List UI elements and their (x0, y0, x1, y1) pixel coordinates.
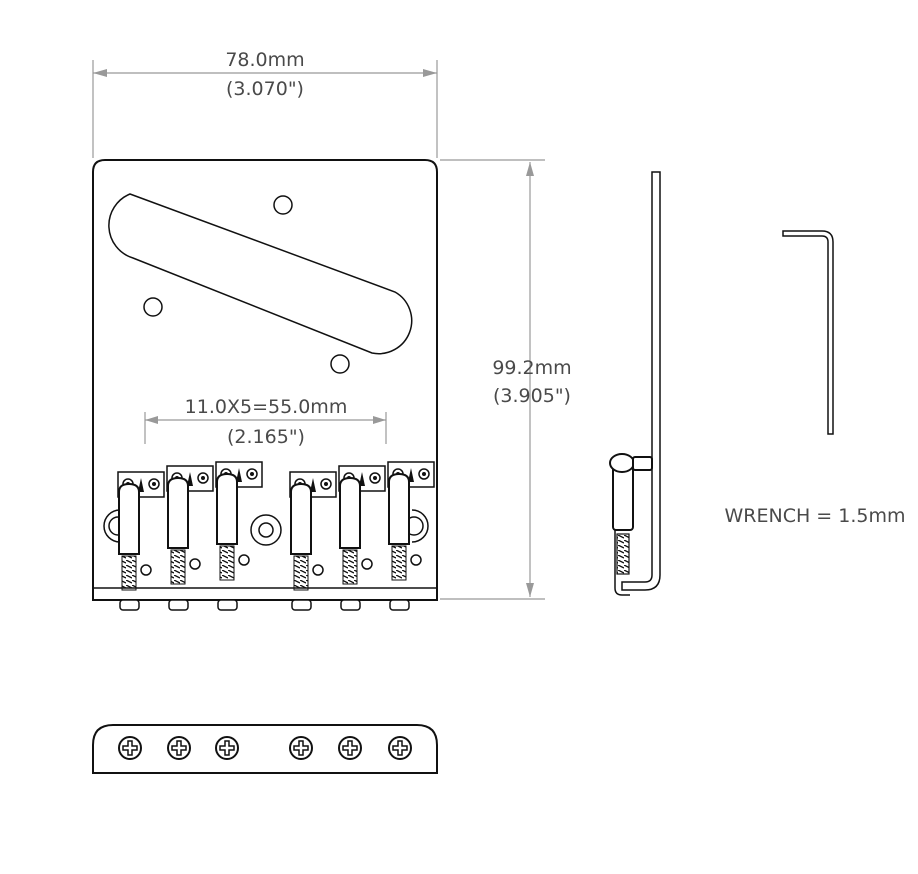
center-hole (250, 514, 282, 546)
pickup-slot (108, 193, 413, 355)
phillips-screw-icon (167, 736, 191, 760)
spacing-mm-label: 11.0X5=55.0mm (185, 396, 348, 418)
height-mm-label: 99.2mm (492, 357, 571, 379)
bridge-side-view (609, 171, 661, 596)
phillips-screw-icon (215, 736, 239, 760)
width-mm-label: 78.0mm (225, 49, 304, 71)
side-spring (616, 533, 630, 575)
saddles (117, 461, 435, 611)
saddle-spacing-dimension: 11.0X5=55.0mm (2.165") (144, 396, 387, 448)
height-dimension: 99.2mm (3.905") (440, 159, 572, 600)
width-inch-label: (3.070") (226, 78, 304, 100)
saddle (387, 461, 435, 611)
saddle (166, 465, 214, 611)
bridge-plate-top-view (92, 159, 438, 601)
mounting-hole (273, 195, 293, 215)
side-mount-slot (411, 509, 429, 543)
side-mount-slot (103, 509, 121, 543)
phillips-screw-icon (289, 736, 313, 760)
saddle (289, 471, 337, 611)
saddle (215, 461, 263, 611)
spacing-inch-label: (2.165") (227, 426, 305, 448)
mounting-hole (143, 297, 163, 317)
saddle (338, 465, 386, 611)
mounting-hole (330, 354, 350, 374)
phillips-screw-icon (338, 736, 362, 760)
width-dimension: 78.0mm (3.070") (92, 49, 438, 158)
allen-wrench: WRENCH = 1.5mm (725, 230, 906, 527)
string-through-plate (92, 724, 438, 774)
wrench-size-label: WRENCH = 1.5mm (725, 505, 906, 527)
phillips-screw-icon (388, 736, 412, 760)
phillips-screw-icon (118, 736, 142, 760)
saddle (117, 471, 165, 611)
height-inch-label: (3.905") (493, 385, 571, 407)
